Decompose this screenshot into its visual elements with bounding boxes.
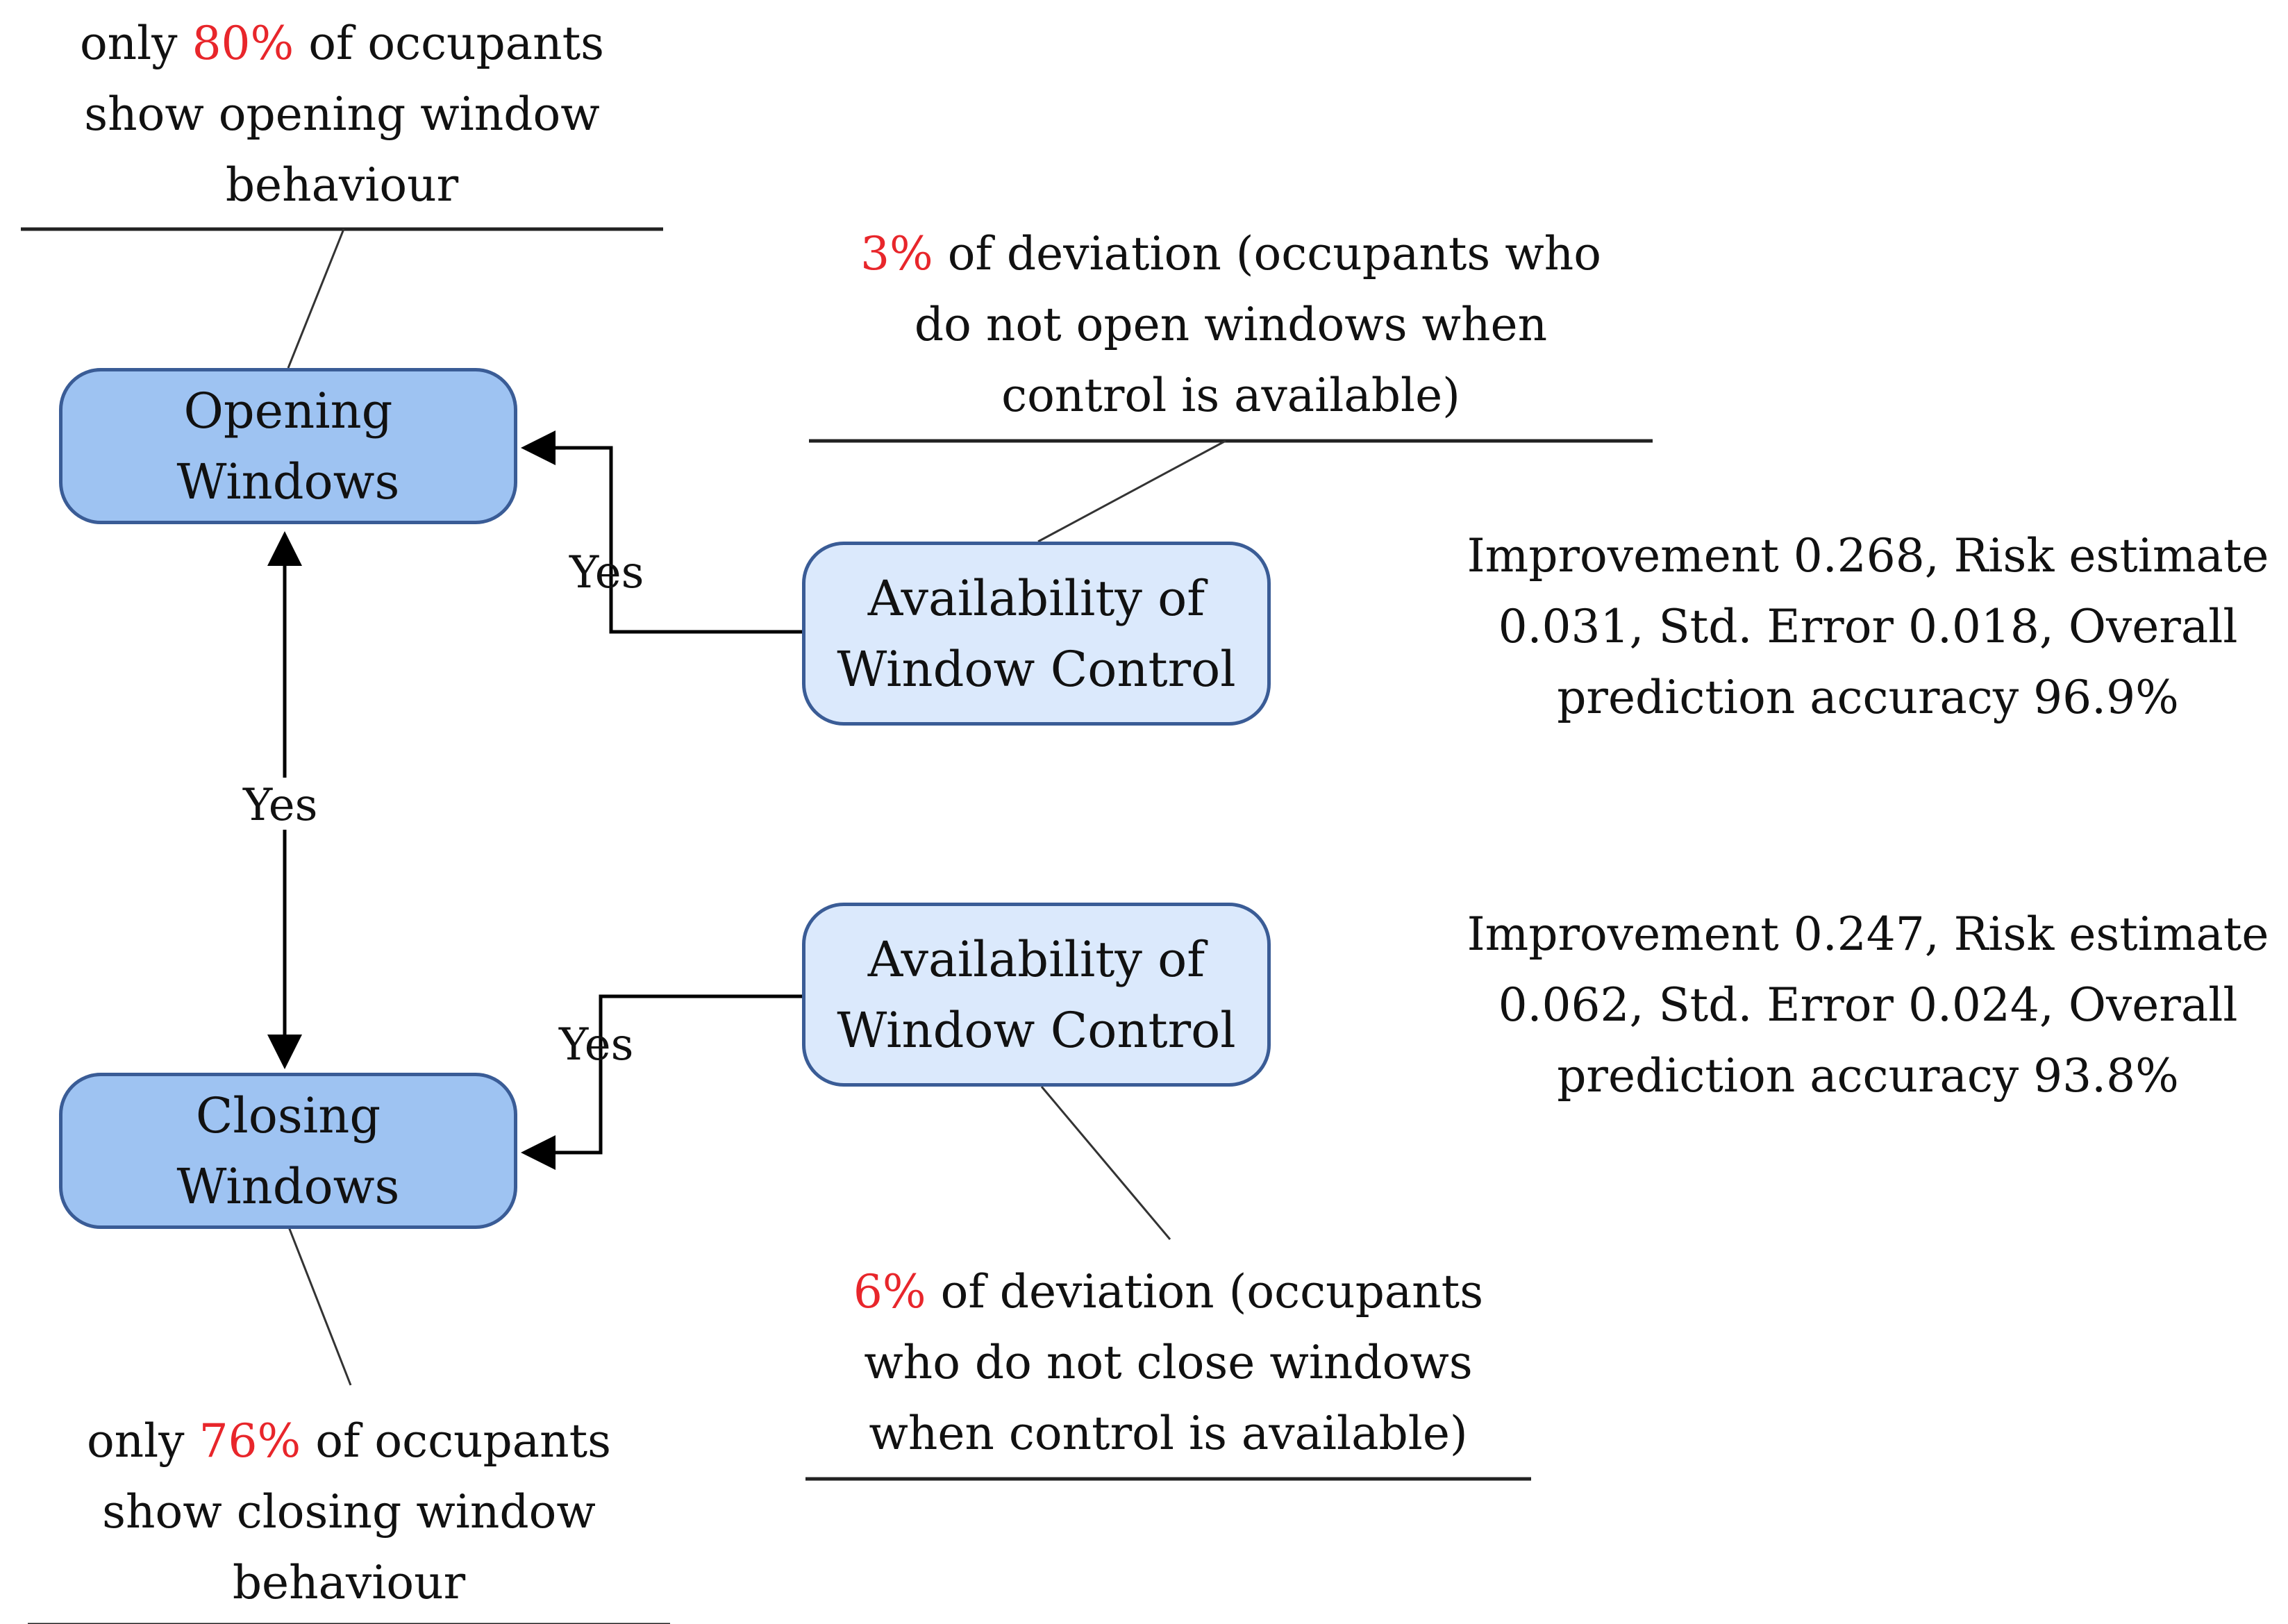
- leader-closing: [287, 1225, 352, 1386]
- stats-bottom: Improvement 0.247, Risk estimate 0.062, …: [1467, 907, 2269, 1103]
- yes-label-top: Yes: [569, 547, 644, 598]
- edge-control-bottom-to-closing: [521, 994, 802, 1170]
- percentage-6: 6%: [853, 1265, 926, 1319]
- percentage-76: 76%: [199, 1414, 301, 1468]
- note-opening: only 80% of occupants show opening windo…: [79, 17, 605, 212]
- note-deviation-top: 3% of deviation (occupants who do not op…: [860, 227, 1601, 422]
- note-closing: only 76% of occupants show closing windo…: [86, 1414, 612, 1609]
- leader-control-bottom: [1040, 1086, 1171, 1240]
- edge-control-top-to-opening: [521, 430, 802, 634]
- percentage-3: 3%: [860, 227, 933, 281]
- yes-label-bottom: Yes: [559, 1019, 634, 1071]
- percentage-80: 80%: [192, 17, 294, 70]
- leader-control-top: [1037, 440, 1226, 543]
- yes-label-middle: Yes: [243, 780, 318, 831]
- note-deviation-bottom: 6% of deviation (occupants who do not cl…: [853, 1265, 1484, 1460]
- leader-opening: [287, 228, 345, 369]
- stats-top: Improvement 0.268, Risk estimate 0.031, …: [1467, 529, 2269, 724]
